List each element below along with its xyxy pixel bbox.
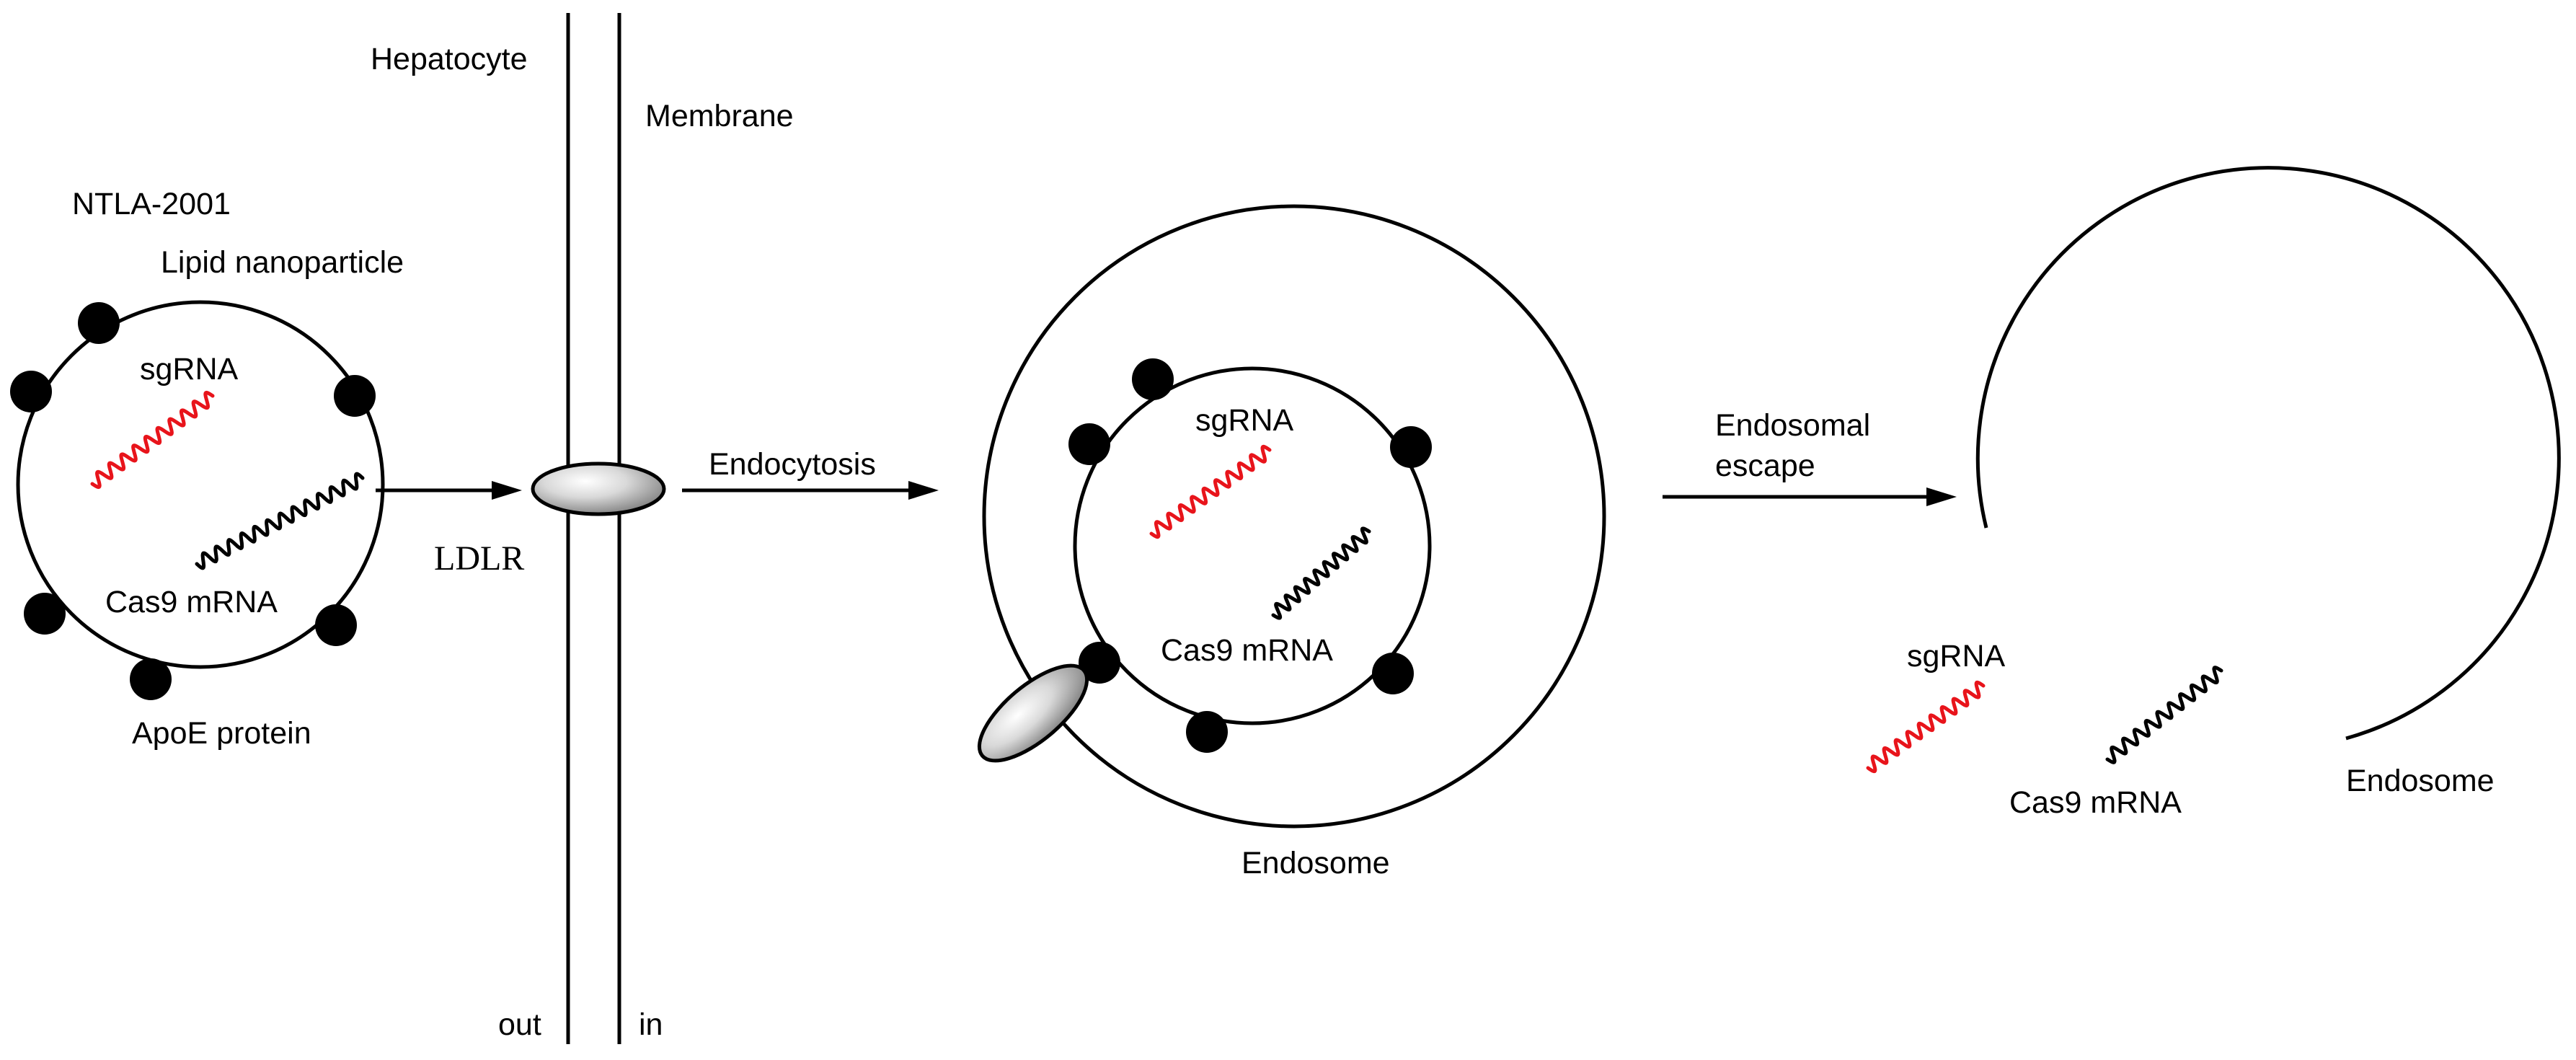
hepatocyte-label: Hepatocyte <box>371 42 528 76</box>
membrane-label: Membrane <box>645 99 794 133</box>
ntla-label: NTLA-2001 <box>72 187 231 221</box>
released-sgrna-label: sgRNA <box>1907 639 2006 673</box>
endocytosis-label: Endocytosis <box>709 447 876 482</box>
lnp-cas9-strand <box>195 472 365 570</box>
ldlr-receptor-endosome <box>977 663 1089 763</box>
lipid-nanoparticle-in-endosome <box>1073 366 1432 725</box>
arrow-to-ldlr-head <box>492 481 522 500</box>
ldlr-label: LDLR <box>434 539 524 578</box>
arrow-escape-head <box>1926 487 1957 506</box>
endosomal-escape-label-1: Endosomal <box>1715 408 1870 443</box>
apoe-dot <box>24 593 66 635</box>
apoe-dot <box>1132 358 1174 400</box>
endosome-middle-label: Endosome <box>1241 846 1390 880</box>
ruptured-endosome <box>1975 166 2561 741</box>
endosome-sgrna-label: sgRNA <box>1195 403 1294 438</box>
released-sgrna-strand <box>1866 680 1986 774</box>
released-cas9-strand <box>2105 666 2223 764</box>
apoe-dot <box>315 604 357 646</box>
apoe-dot <box>78 302 120 344</box>
in-label: in <box>639 1007 663 1042</box>
lipid-nanoparticle <box>16 300 385 669</box>
apoe-dot <box>334 375 376 417</box>
apoe-dot <box>1079 642 1120 684</box>
endosomal-escape-label-2: escape <box>1715 449 1815 483</box>
apoe-dot <box>1390 426 1432 468</box>
apoe-dot <box>130 658 172 700</box>
endosome-middle <box>982 204 1606 829</box>
endosome-right-label: Endosome <box>2346 764 2495 798</box>
arrow-endocytosis-head <box>908 481 939 500</box>
apoe-dot <box>1068 423 1110 465</box>
lipid-nanoparticle-label: Lipid nanoparticle <box>161 245 404 280</box>
endosome-cas9-label: Cas9 mRNA <box>1161 633 1333 668</box>
lnp-sgrna-strand <box>90 390 215 490</box>
apoe-dot <box>1186 711 1228 753</box>
endosome-cas9-strand <box>1271 526 1371 620</box>
ldlr-receptor-membrane <box>531 461 666 516</box>
released-cas9-label: Cas9 mRNA <box>2009 785 2182 820</box>
apoe-protein-label: ApoE protein <box>132 716 311 751</box>
apoe-dot <box>10 371 52 412</box>
out-label: out <box>498 1007 541 1042</box>
endosome-sgrna-strand <box>1149 444 1272 539</box>
lnp-cas9-label: Cas9 mRNA <box>105 585 278 619</box>
lnp-sgrna-label: sgRNA <box>140 352 239 387</box>
apoe-dot <box>1372 653 1414 694</box>
